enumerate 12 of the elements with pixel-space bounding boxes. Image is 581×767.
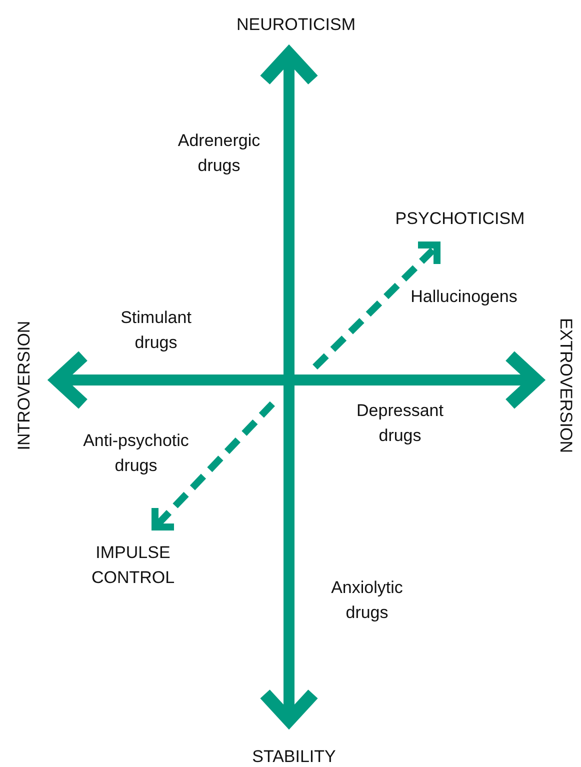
drug-label: Hallucinogens	[410, 286, 518, 308]
drug-label: Adrenergic drugs	[176, 130, 262, 177]
axis-label: PSYCHOTICISM	[395, 208, 525, 230]
drug-label: Anxiolytic drugs	[330, 577, 404, 624]
axis-label: INTROVERSION	[14, 320, 34, 450]
drug-label: Stimulant drugs	[120, 307, 192, 354]
axis-label: NEUROTICISM	[236, 14, 356, 36]
drug-label: Depressant drugs	[356, 400, 444, 447]
axis-label: EXTROVERSION	[556, 318, 576, 454]
drug-label: Anti-psychotic drugs	[82, 430, 190, 477]
axis-label: STABILITY	[252, 746, 336, 767]
axis-label: IMPULSE CONTROL	[90, 542, 176, 589]
